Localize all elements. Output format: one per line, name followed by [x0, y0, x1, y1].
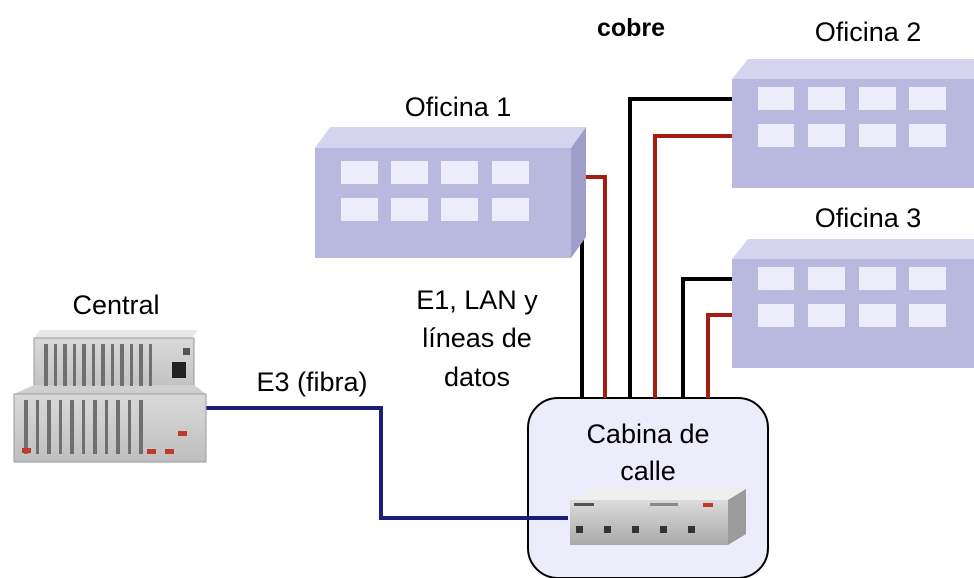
office-building-icon — [732, 59, 974, 188]
cable-oficina3-red — [706, 313, 732, 398]
cabina-label-line2: calle — [620, 456, 676, 486]
cabina-label-line1: Cabina de — [586, 419, 710, 449]
oficina1-label: Oficina 1 — [404, 92, 512, 122]
central-label: Central — [72, 290, 160, 320]
oficina3-label: Oficina 3 — [814, 203, 922, 233]
telephone-exchange-rack-icon — [13, 330, 207, 463]
e3-fibra-label: E3 (fibra) — [256, 367, 368, 397]
rack-mount-multiplexer-icon — [570, 489, 746, 545]
e1-lan-label-line2: líneas de — [422, 323, 532, 353]
e1-lan-label-line1: E1, LAN y — [416, 285, 538, 315]
fiber-e3-cable — [204, 406, 568, 520]
cable-oficina3-black — [681, 277, 732, 398]
e1-lan-label-line3: datos — [443, 362, 511, 392]
cable-oficina2-red — [653, 134, 732, 398]
cobre-label: cobre — [596, 14, 666, 42]
office-building-icon — [315, 127, 586, 258]
cable-oficina2-black — [628, 97, 732, 398]
office-building-icon — [732, 239, 974, 368]
oficina2-label: Oficina 2 — [814, 17, 922, 47]
